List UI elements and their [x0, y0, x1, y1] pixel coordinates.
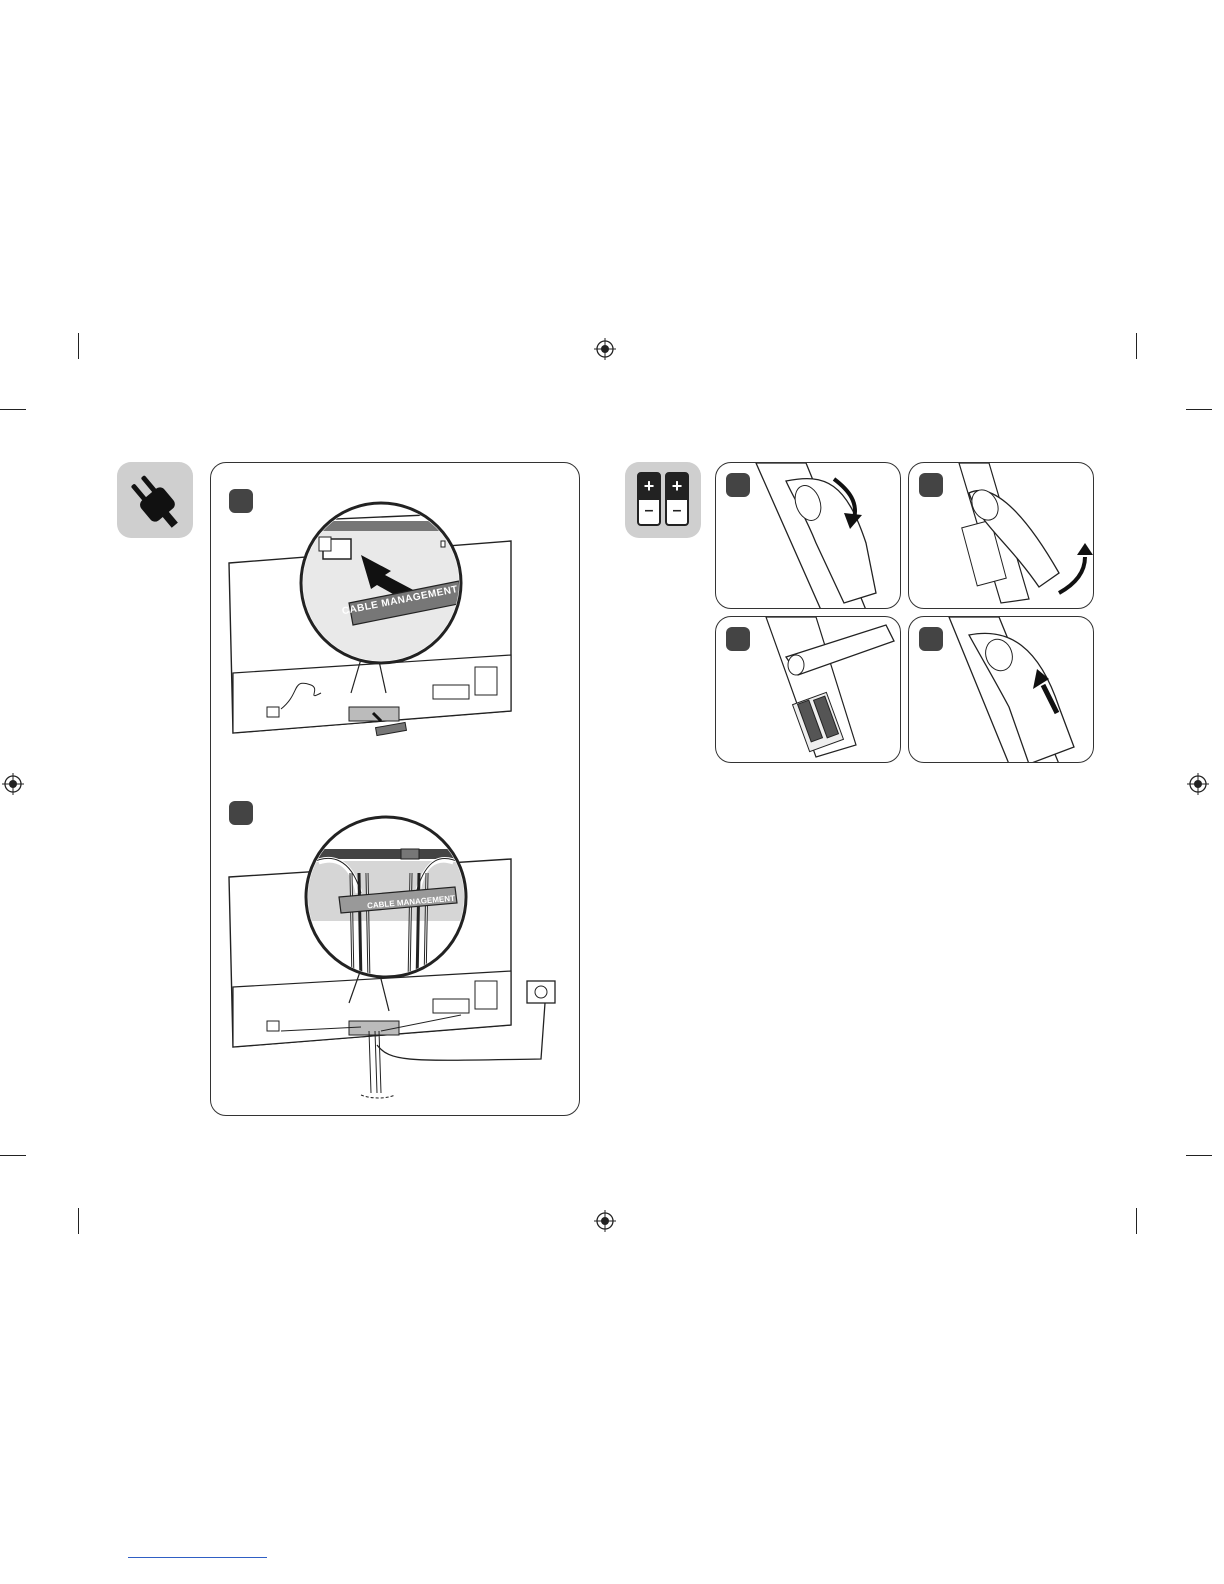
- step-marker-r1: [726, 473, 750, 497]
- registration-mark-left: [2, 773, 24, 795]
- registration-mark-bottom: [594, 1210, 616, 1232]
- crop-mark-bottom-left-h: [0, 1155, 26, 1156]
- battery-left-plus: +: [639, 475, 659, 497]
- remote-step-panel-1: [715, 462, 901, 609]
- crop-mark-top-right-v: [1136, 333, 1137, 359]
- registration-mark-top: [594, 338, 616, 360]
- tv-back-step2-illustration: [211, 803, 580, 1103]
- tv-back-step1-illustration: [211, 463, 580, 763]
- remote-step-panel-3: [715, 616, 901, 763]
- step-marker-r3: [726, 627, 750, 651]
- cable-management-panel: CABLE MANAGEMENT CABLE MANAGEM: [210, 462, 580, 1116]
- batteries-tile: + – + –: [625, 462, 701, 538]
- crop-mark-top-right-h: [1186, 409, 1212, 410]
- step-marker-r2: [919, 473, 943, 497]
- crop-mark-bottom-left-v: [78, 1208, 79, 1234]
- battery-left: + –: [637, 472, 661, 526]
- crop-mark-top-left-h: [0, 409, 26, 410]
- crop-mark-bottom-right-h: [1186, 1155, 1212, 1156]
- battery-left-minus: –: [639, 500, 659, 522]
- crop-mark-bottom-right-v: [1136, 1208, 1137, 1234]
- bottom-accent-line: [128, 1557, 267, 1558]
- crop-mark-top-left-v: [78, 333, 79, 359]
- registration-mark-right: [1187, 773, 1209, 795]
- battery-right: + –: [665, 472, 689, 526]
- power-plug-tile: [117, 462, 193, 538]
- remote-step-panel-2: [908, 462, 1094, 609]
- step-marker-r4: [919, 627, 943, 651]
- battery-right-minus: –: [667, 500, 687, 522]
- power-plug-icon: [117, 462, 193, 538]
- remote-step-panel-4: [908, 616, 1094, 763]
- battery-right-plus: +: [667, 475, 687, 497]
